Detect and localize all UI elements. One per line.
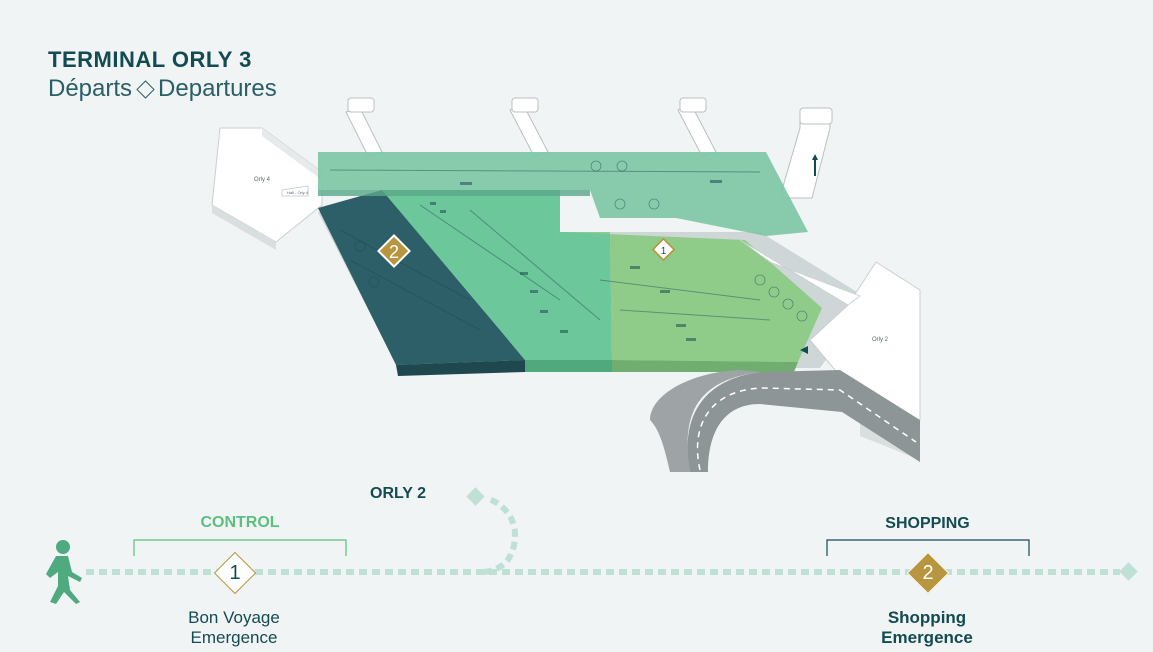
step-1-name-line1: Bon Voyage bbox=[188, 608, 280, 627]
title-block: TERMINAL ORLY 3 Départs Departures bbox=[48, 46, 277, 104]
shopping-bracket bbox=[826, 539, 1030, 556]
orly2-link-label[interactable]: ORLY 2 bbox=[370, 485, 427, 502]
map-marker-1-label: 1 bbox=[661, 246, 667, 257]
step-2-name-line1: Shopping bbox=[887, 608, 967, 627]
orly2-label: Orly 2 bbox=[872, 337, 889, 343]
page-subtitle: Départs Departures bbox=[48, 74, 277, 104]
boarding-piers bbox=[345, 97, 833, 199]
zone-dark bbox=[318, 190, 525, 365]
map-marker-2-label: 2 bbox=[389, 242, 399, 262]
step-1-number: 1 bbox=[229, 561, 241, 584]
subtitle-en: Departures bbox=[158, 75, 277, 102]
page-title: TERMINAL ORLY 3 bbox=[48, 47, 252, 72]
step-1-name-line2: Emergence bbox=[190, 628, 278, 647]
zone-light bbox=[560, 232, 822, 362]
map-marker-2: 2 bbox=[377, 234, 411, 268]
walking-person-icon bbox=[46, 540, 82, 604]
map-marker-1: 1 bbox=[651, 237, 676, 262]
route-end-icon bbox=[1119, 562, 1138, 581]
control-label: CONTROL bbox=[200, 514, 280, 531]
step-2-name-line2: Emergence bbox=[881, 628, 973, 647]
step-1-name: Bon Voyage Emergence bbox=[150, 608, 318, 648]
orly2-branch-end-icon bbox=[466, 487, 485, 506]
orly4-label: Orly 4 bbox=[254, 177, 271, 183]
zone-mid bbox=[382, 190, 612, 360]
access-road bbox=[650, 370, 920, 472]
control-bracket bbox=[133, 539, 347, 556]
step-2-number: 2 bbox=[922, 561, 934, 584]
orly4-building: Orly 4 Hall - Orly 4 bbox=[211, 127, 323, 250]
shopping-label: SHOPPING bbox=[885, 515, 970, 532]
hall-sign-label: Hall - Orly 4 bbox=[287, 190, 309, 195]
upper-floor bbox=[318, 152, 808, 236]
step-2-name: Shopping Emergence bbox=[850, 608, 1004, 648]
subtitle-fr: Départs bbox=[48, 75, 133, 102]
